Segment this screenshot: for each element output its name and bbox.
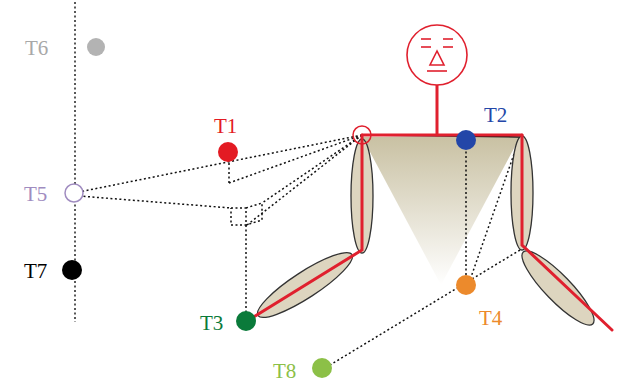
head <box>407 25 467 85</box>
point-dots <box>62 38 476 378</box>
point-label: T7 <box>24 261 47 282</box>
arm-segments <box>251 136 602 333</box>
leader-lines <box>79 135 520 365</box>
point-label: T6 <box>25 38 48 59</box>
point-label: T4 <box>479 308 502 329</box>
torso-shape <box>362 137 520 285</box>
point-label: T5 <box>24 184 47 205</box>
point-label: T1 <box>214 116 237 137</box>
point-label: T3 <box>200 313 223 334</box>
point-label: T8 <box>273 361 296 382</box>
point-label: T2 <box>484 105 507 126</box>
skeleton-lines <box>247 85 612 330</box>
joint-ring <box>353 126 371 144</box>
